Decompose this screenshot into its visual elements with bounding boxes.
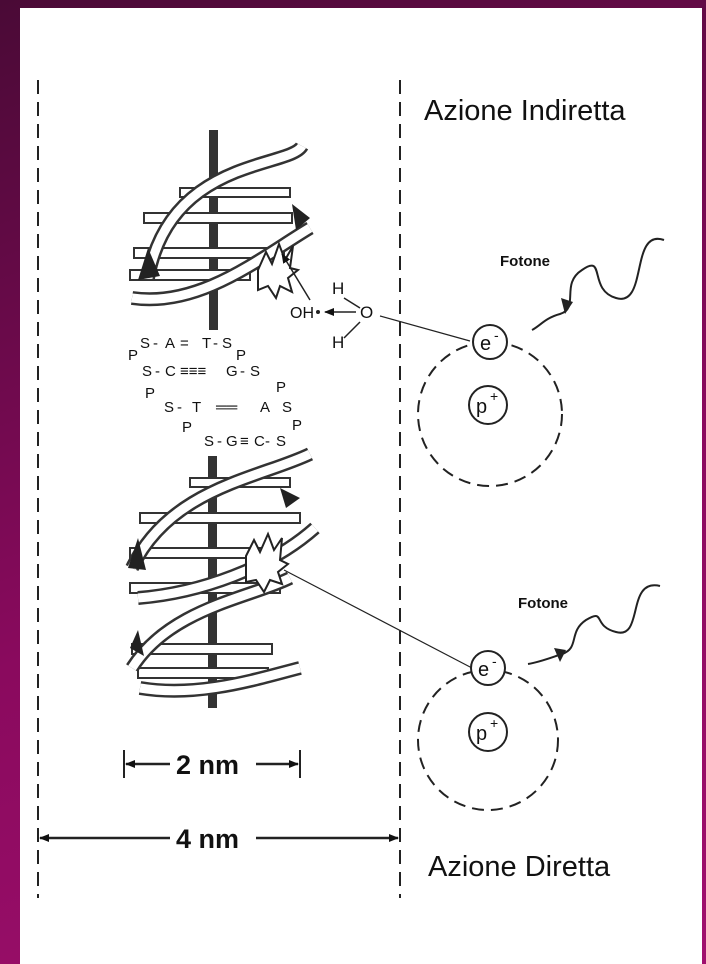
svg-text:=: =	[180, 335, 189, 352]
dimension-4nm-label: 4 nm	[176, 824, 239, 854]
svg-text:A: A	[260, 399, 270, 416]
svg-text:-: -	[213, 335, 218, 352]
photon-label-top: Fotone	[500, 253, 550, 270]
svg-text:T: T	[192, 399, 201, 416]
svg-text:-: -	[265, 433, 270, 450]
svg-text:p: p	[476, 723, 487, 745]
svg-text:+: +	[490, 388, 498, 404]
photon-wave-top	[532, 239, 664, 330]
radiation-dna-diagram: Azione Indiretta Azione Diretta P S - A …	[20, 8, 702, 964]
upper-proton	[469, 386, 507, 424]
phosphate-label: P	[236, 347, 246, 364]
svg-text:p: p	[476, 396, 487, 418]
diagram-frame: Azione Indiretta Azione Diretta P S - A …	[20, 8, 702, 964]
ionization-line-top	[380, 316, 470, 341]
svg-text:A: A	[165, 335, 175, 352]
phosphate-label: P	[276, 379, 286, 396]
ionization-line-bottom	[284, 570, 472, 668]
base-pair-sequence: P S - A = T - S P S - C ≡≡≡ G - S P S - …	[128, 335, 302, 450]
upper-atom: e - p +	[418, 325, 562, 486]
svg-text:S: S	[204, 433, 214, 450]
water-h-bottom: H	[332, 333, 344, 352]
upper-dna-helix	[130, 130, 310, 330]
upper-helix-axis	[209, 130, 218, 330]
svg-text:-: -	[217, 433, 222, 450]
svg-text:G: G	[226, 363, 238, 380]
phosphate-label: P	[182, 419, 192, 436]
lower-proton	[469, 713, 507, 751]
svg-text:-: -	[494, 327, 499, 343]
svg-text:-: -	[177, 399, 182, 416]
svg-text:S: S	[222, 335, 232, 352]
svg-text:-: -	[155, 363, 160, 380]
phosphate-label: P	[128, 347, 138, 364]
svg-text:G: G	[226, 433, 238, 450]
phosphate-label: P	[145, 385, 155, 402]
hydroxyl-radical: OH	[290, 305, 314, 322]
dimension-2nm: 2 nm	[124, 750, 300, 780]
dimension-4nm: 4 nm	[40, 824, 398, 854]
water-molecule: H O H OH	[290, 279, 373, 352]
svg-text:≡: ≡	[240, 433, 249, 450]
svg-text:S: S	[276, 433, 286, 450]
lower-dna-helix	[128, 454, 315, 708]
direct-action-title: Azione Diretta	[428, 851, 611, 883]
svg-text:-: -	[153, 335, 158, 352]
svg-text:S: S	[164, 399, 174, 416]
svg-text:e: e	[480, 333, 491, 355]
phosphate-label: P	[292, 417, 302, 434]
svg-text:S: S	[142, 363, 152, 380]
svg-text:-: -	[240, 363, 245, 380]
svg-text:-: -	[492, 653, 497, 669]
svg-text:e: e	[478, 659, 489, 681]
lower-atom: e - p +	[418, 651, 558, 810]
svg-text:S: S	[282, 399, 292, 416]
indirect-action-title: Azione Indiretta	[424, 95, 626, 127]
svg-text:C: C	[165, 363, 176, 380]
svg-text:S: S	[250, 363, 260, 380]
svg-text:C: C	[254, 433, 265, 450]
photon-label-bottom: Fotone	[518, 595, 568, 612]
svg-text:S: S	[140, 335, 150, 352]
svg-text:+: +	[490, 715, 498, 731]
svg-text:══: ══	[215, 399, 238, 416]
dimension-2nm-label: 2 nm	[176, 750, 239, 780]
water-o: O	[360, 303, 373, 322]
water-h-top: H	[332, 279, 344, 298]
svg-text:T: T	[202, 335, 211, 352]
svg-text:≡≡≡: ≡≡≡	[180, 363, 207, 380]
